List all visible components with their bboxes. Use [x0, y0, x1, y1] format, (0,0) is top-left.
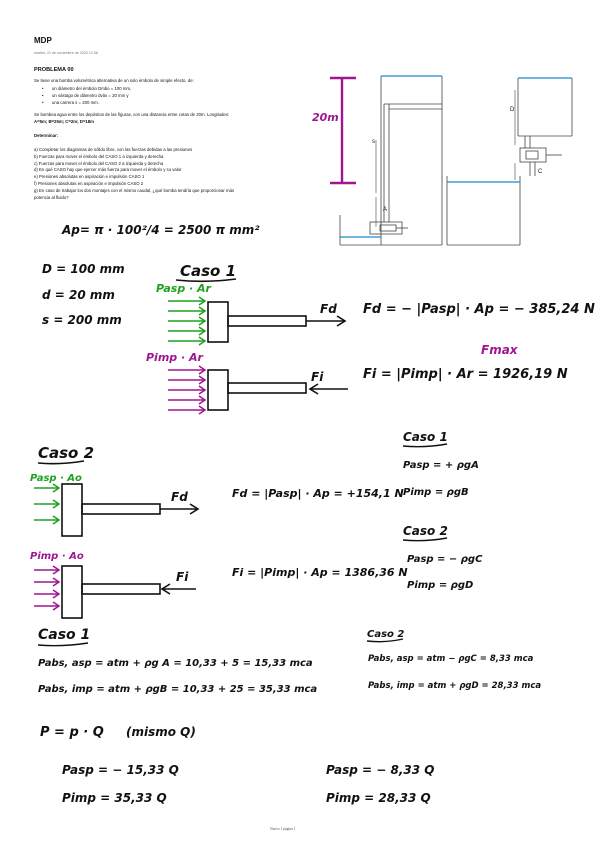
power-asp-caso2: Pasp = − 8,33 Q: [326, 763, 435, 777]
caso1-heading: Caso 1: [180, 262, 237, 280]
abs-caso2-heading: Caso 2: [367, 629, 405, 640]
bullet-item: un vástago de diámetro dvás = 20 mm y: [42, 93, 131, 100]
r-caso1-heading: Caso 1: [403, 430, 448, 444]
label-fd-1: Fd: [320, 302, 337, 316]
page-date: martes, 21 de noviembre de 2023 12:38: [34, 51, 98, 55]
result-fd-caso2: Fd = |Pasp| · Ap = +154,1 N: [232, 487, 404, 500]
list-item: d) En qué CASO hay que ejercer más fuerz…: [34, 167, 182, 173]
caso2-piston-bottom: [61, 565, 196, 619]
label-fmax: Fmax: [481, 343, 518, 357]
label-a: A: [383, 207, 388, 213]
bullet-item: un diámetro del émbolo Dmbo = 100 mm,: [42, 86, 131, 93]
label-fd-2: Fd: [171, 490, 188, 504]
problem-items: a) Completar los diagramas de sólido lib…: [34, 147, 234, 201]
note-area: Ap= π · 100²/4 = 2500 π mm²: [62, 223, 260, 237]
r-pasp-caso2: Pasp = − ρgC: [407, 554, 483, 565]
problem-bullets: un diámetro del émbolo Dmbo = 100 mm, un…: [42, 86, 131, 107]
figure-caso-2: [446, 77, 573, 246]
problem-title: PROBLEMA 00: [34, 67, 74, 73]
label-20m: 20m: [312, 111, 339, 124]
r-pimp-caso2: Pimp = ρgD: [407, 580, 474, 591]
green-arrows-caso2: [34, 483, 61, 525]
power-formula: P = p · Q: [40, 725, 104, 740]
label-fi-2: Fi: [176, 570, 189, 584]
caso2-heading: Caso 2: [38, 444, 95, 462]
abs-imp-caso1: Pabs, imp = atm + ρgB = 10,33 + 25 = 35,…: [38, 684, 318, 695]
label-fi-1: Fi: [311, 370, 324, 384]
list-item: potencia al fluido?: [34, 194, 69, 200]
problem-intro: Se tiene una bomba volumétrica alternati…: [34, 78, 194, 83]
label-pimp-ar: Pimp · Ar: [146, 351, 203, 364]
note-d-small: d = 20 mm: [42, 288, 115, 302]
label-d: D: [510, 107, 515, 113]
power-imp-caso2: Pimp = 28,33 Q: [326, 791, 431, 805]
note-d-big: D = 100 mm: [42, 262, 125, 276]
problem-line2: Se bombea agua entre los depósitos de la…: [34, 112, 230, 117]
power-asp-caso1: Pasp = − 15,33 Q: [62, 763, 179, 777]
pink-arrows: [168, 365, 207, 415]
caso2-piston-top: [61, 483, 200, 537]
bullet-item: una carrera s = 200 mm.: [42, 100, 131, 107]
list-item: b) Fuerzas para mover el émbolo del CASO…: [34, 153, 164, 159]
label-s: s: [372, 139, 375, 145]
label-pasp-ar: Pasp · Ar: [156, 282, 211, 295]
abs-asp-caso1: Pabs, asp = atm + ρg A = 10,33 + 5 = 15,…: [38, 658, 313, 669]
power-imp-caso1: Pimp = 35,33 Q: [62, 791, 167, 805]
list-item: e) Presiones absolutas en aspiración e i…: [34, 174, 145, 180]
abs-caso1-heading: Caso 1: [38, 627, 91, 643]
list-item: a) Completar los diagramas de sólido lib…: [34, 147, 193, 152]
caso1-piston-top: [207, 301, 347, 343]
r-pasp-caso1: Pasp = + ρgA: [403, 460, 479, 471]
list-item: g) En caso de trabajar los dos montajes …: [34, 187, 235, 193]
power-note: (mismo Q): [126, 725, 196, 739]
pink-arrows-caso2: [34, 565, 61, 611]
determinar-heading: Determinar:: [34, 133, 59, 138]
figure-caso-1: [339, 75, 443, 246]
note-stroke: s = 200 mm: [42, 313, 122, 327]
abs-asp-caso2: Pabs, asp = atm − ρgC = 8,33 mca: [368, 654, 534, 664]
label-pasp-ao: Pasp · Ao: [30, 473, 82, 484]
problem-line3: A=5m; B=25m; C=2m; D=18m: [34, 119, 94, 124]
page-footer: Nuevo 1 página 1: [270, 827, 296, 831]
result-fi-caso1: Fi = |Pimp| · Ar = 1926,19 N: [363, 367, 568, 382]
result-fd-caso1: Fd = − |Pasp| · Ap = − 385,24 N: [363, 302, 595, 317]
list-item: f) Presiones absolutas en aspiración e i…: [34, 180, 144, 186]
r-pimp-caso1: Pimp = ρgB: [403, 487, 469, 498]
caso1-piston-bottom: [207, 369, 348, 411]
label-c: C: [538, 169, 543, 175]
list-item: c) Fuerzas para mover el émbolo del CASO…: [34, 160, 164, 166]
abs-imp-caso2: Pabs, imp = atm + ρgD = 28,33 mca: [368, 681, 542, 691]
pink-20m-bracket: [330, 76, 356, 185]
page-title: MDP: [34, 36, 52, 45]
r-caso2-heading: Caso 2: [403, 524, 448, 538]
result-fi-caso2: Fi = |Pimp| · Ap = 1386,36 N: [232, 566, 408, 579]
green-arrows: [168, 296, 207, 346]
label-pimp-ao: Pimp · Ao: [30, 551, 84, 562]
